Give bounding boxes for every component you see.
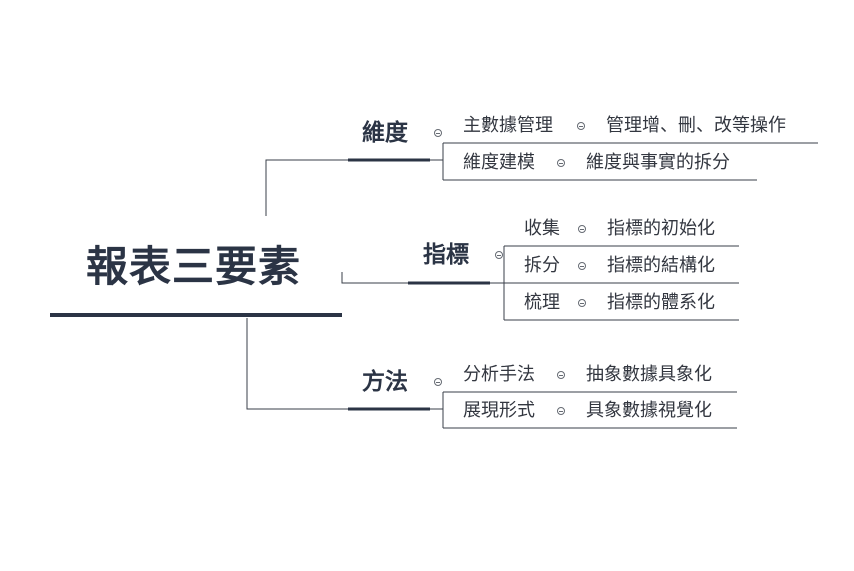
leaf-detail-node[interactable]: 指標的結構化	[607, 255, 715, 276]
leaf-node[interactable]: 收集	[524, 218, 560, 239]
branch-node-method[interactable]: 方法	[362, 369, 408, 395]
leaf-node[interactable]: 展現形式	[463, 400, 535, 421]
leaf-detail-node[interactable]: 管理增、刪、改等操作	[606, 115, 786, 136]
leaf-node[interactable]: 梳理	[524, 292, 560, 313]
collapse-icon[interactable]	[557, 159, 565, 167]
leaf-detail-node[interactable]: 維度與事實的拆分	[586, 152, 730, 173]
collapse-icon[interactable]	[577, 122, 585, 130]
collapse-icon[interactable]	[557, 371, 565, 379]
collapse-icon[interactable]	[434, 378, 442, 386]
collapse-icon[interactable]	[495, 251, 503, 259]
connector-root-dimension	[265, 159, 348, 216]
connector-root-metric	[341, 272, 408, 284]
leaf-detail-node[interactable]: 指標的初始化	[607, 218, 715, 239]
connector-root-method	[246, 318, 348, 410]
collapse-icon[interactable]	[578, 299, 586, 307]
leaf-detail-node[interactable]: 具象數據視覺化	[586, 400, 712, 421]
branch-node-dimension[interactable]: 維度	[362, 120, 408, 146]
collapse-icon[interactable]	[434, 129, 442, 137]
leaf-detail-node[interactable]: 指標的體系化	[607, 292, 715, 313]
leaf-node[interactable]: 分析手法	[463, 364, 535, 385]
root-node[interactable]: 報表三要素	[86, 242, 302, 291]
collapse-icon[interactable]	[578, 262, 586, 270]
leaf-node[interactable]: 拆分	[524, 255, 560, 276]
collapse-icon[interactable]	[578, 225, 586, 233]
leaf-node[interactable]: 維度建模	[463, 152, 535, 173]
collapse-icon[interactable]	[557, 407, 565, 415]
branch-node-metric[interactable]: 指標	[423, 242, 469, 268]
leaf-node[interactable]: 主數據管理	[463, 115, 553, 136]
leaf-detail-node[interactable]: 抽象數據具象化	[586, 364, 712, 385]
